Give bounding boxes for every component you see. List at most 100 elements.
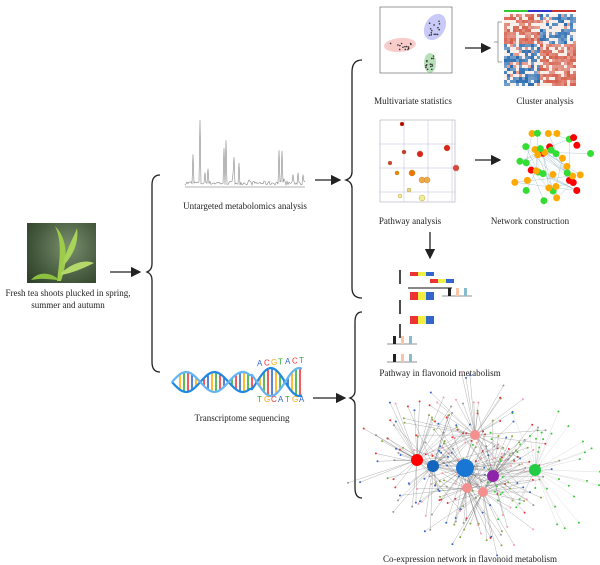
heatmap-cell [531, 38, 534, 41]
heatmap-cell [570, 47, 573, 50]
heatmap-cell [534, 53, 537, 56]
heatmap-cell [555, 56, 558, 59]
heatmap-cell [528, 38, 531, 41]
coexpression-leaf-node [421, 501, 423, 503]
pca-point [399, 49, 401, 51]
coexpression-leaf-node [542, 438, 544, 440]
coexpression-leaf-node [540, 497, 542, 499]
coexpression-leaf-node [455, 424, 457, 426]
coexpression-hub-node [478, 487, 488, 497]
heatmap-cell [561, 29, 564, 32]
coexpression-leaf-node [531, 424, 533, 426]
heatmap-cell [522, 83, 525, 86]
pca-point [427, 68, 429, 70]
coexpression-leaf-node [436, 401, 438, 403]
coexpression-hub-node [427, 460, 439, 472]
heatmap-cell [504, 44, 507, 47]
heatmap-cell [564, 59, 567, 62]
heatmap-cell [561, 83, 564, 86]
heatmap-cell [555, 35, 558, 38]
heatmap-cell [510, 44, 513, 47]
coexpression-edge [535, 470, 600, 472]
heatmap-cell [507, 32, 510, 35]
heatmap-cell [570, 68, 573, 71]
heatmap-cell [537, 26, 540, 29]
coexpression-hub-node [470, 430, 480, 440]
heatmap-cell [543, 56, 546, 59]
heatmap-cell [561, 68, 564, 71]
coexpression-leaf-node [389, 419, 391, 421]
heatmap-cell [573, 83, 576, 86]
coexpression-edge [535, 470, 565, 528]
heatmap-cell [570, 17, 573, 20]
coexpression-leaf-node [424, 530, 426, 532]
heatmap-cell [510, 29, 513, 32]
heatmap-cell [570, 38, 573, 41]
coexpression-leaf-node [455, 521, 457, 523]
heatmap-cell [504, 77, 507, 80]
coexpression-leaf-node [439, 445, 441, 447]
heatmap-cell [543, 29, 546, 32]
heatmap-cell [513, 32, 516, 35]
coexpression-edge [498, 470, 535, 519]
coexpression-leaf-node [513, 458, 515, 460]
heatmap-cell [546, 17, 549, 20]
heatmap-cell [516, 14, 519, 17]
heatmap-cell [561, 38, 564, 41]
heatmap-cell [543, 62, 546, 65]
coexpression-leaf-node [483, 467, 485, 469]
dna-bottom-base: G [292, 395, 298, 404]
heatmap-cell [567, 83, 570, 86]
heatmap-cell [570, 26, 573, 29]
heatmap-cell [564, 83, 567, 86]
coexpression-leaf-node [515, 449, 517, 451]
coexpression-leaf-node [550, 433, 552, 435]
heatmap-cell [522, 20, 525, 23]
heatmap-cell [567, 20, 570, 23]
heatmap-cell [564, 38, 567, 41]
heatmap-cell [552, 71, 555, 74]
heatmap-cell [504, 32, 507, 35]
coexpression-leaf-node [567, 425, 569, 427]
heatmap-cell [507, 20, 510, 23]
heatmap-cell [555, 44, 558, 47]
pca-point [429, 34, 431, 36]
coexpression-leaf-node [416, 488, 418, 490]
coexpression-hub-node [529, 464, 541, 476]
coexpression-leaf-node [477, 412, 479, 414]
heatmap-cell [558, 74, 561, 77]
coexpression-leaf-node [502, 384, 504, 386]
coexpression-edge [464, 492, 483, 530]
coexpression-leaf-node [443, 442, 445, 444]
heatmap-cell [525, 68, 528, 71]
gene-expression-bar [418, 320, 426, 324]
heatmap-cell [564, 47, 567, 50]
metabolite-bar [393, 354, 396, 362]
pathway-caption: Pathway analysis [379, 215, 441, 227]
heatmap-cell [555, 74, 558, 77]
heatmap-cell [564, 26, 567, 29]
heatmap-cell [555, 83, 558, 86]
heatmap-cell [513, 53, 516, 56]
heatmap-cell [525, 41, 528, 44]
coexpression-leaf-node [454, 498, 456, 500]
network-node [564, 169, 571, 176]
coexpression-leaf-node [591, 447, 593, 449]
heatmap-cell [531, 53, 534, 56]
heatmap-cell [546, 23, 549, 26]
coexpression-leaf-node [507, 481, 509, 483]
heatmap-cell [528, 68, 531, 71]
heatmap-cell [558, 17, 561, 20]
heatmap-cell [531, 56, 534, 59]
gene-expression-bar [410, 320, 418, 324]
coexpression-leaf-node [462, 505, 464, 507]
heatmap-cell [525, 23, 528, 26]
heatmap-cell [519, 38, 522, 41]
coexpression-leaf-node [438, 450, 440, 452]
pca-point [439, 23, 441, 25]
heatmap-cell [507, 80, 510, 83]
heatmap-cell [549, 44, 552, 47]
pca-point [390, 43, 392, 45]
coexpression-edge [396, 404, 417, 460]
coexpression-leaf-node [451, 436, 453, 438]
